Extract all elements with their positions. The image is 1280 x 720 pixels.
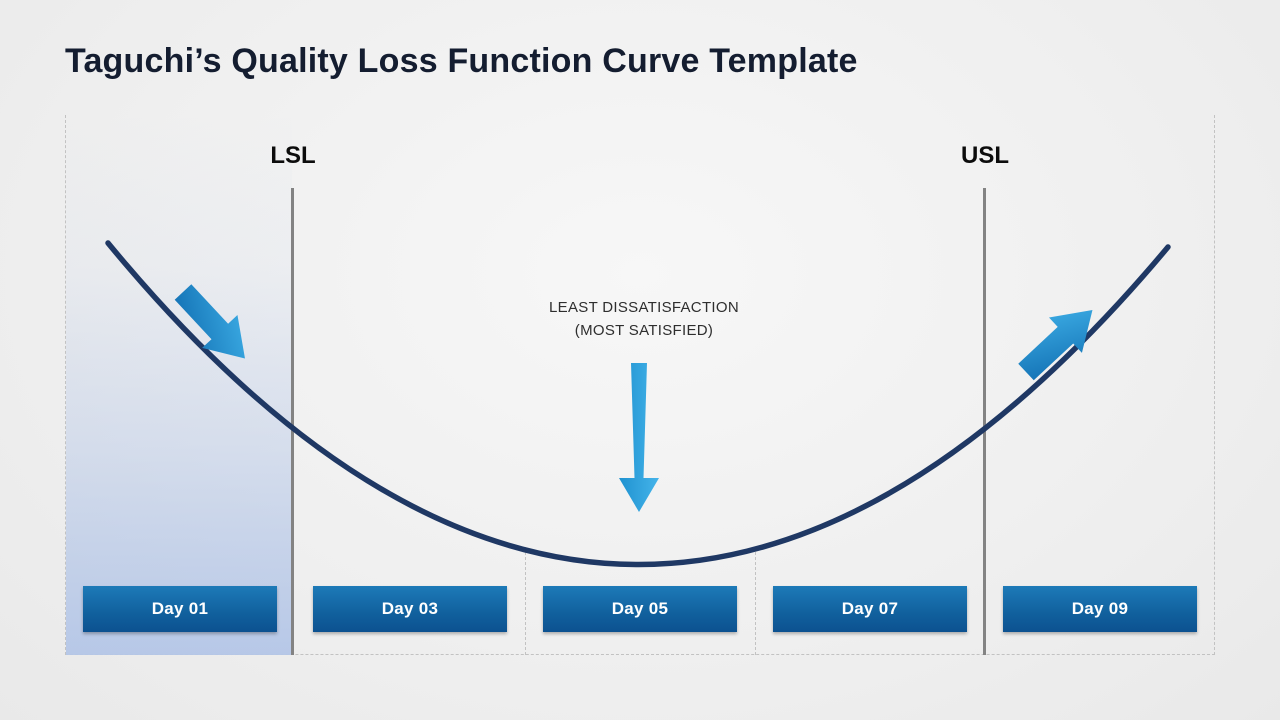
annotation-line1: LEAST DISSATISFACTION <box>549 299 739 316</box>
plot-border-bottom <box>65 654 1215 655</box>
slide-title: Taguchi’s Quality Loss Function Curve Te… <box>65 42 858 80</box>
down-arrow-icon <box>619 363 659 512</box>
annotation-least-dissatisfaction: LEAST DISSATISFACTION (MOST SATISFIED) <box>444 296 844 343</box>
loss-curve <box>105 240 1171 568</box>
plot-border-right <box>1214 115 1215 655</box>
ascending-arrow-icon <box>1018 310 1093 381</box>
plot-border-left <box>65 115 66 655</box>
annotation-line2: (MOST SATISFIED) <box>574 322 714 340</box>
day-button-07[interactable]: Day 07 <box>773 586 967 632</box>
day-button-09[interactable]: Day 09 <box>1003 586 1197 632</box>
day-button-05[interactable]: Day 05 <box>543 586 737 632</box>
day-button-01[interactable]: Day 01 <box>83 586 277 632</box>
lsl-shaded-region <box>66 115 292 655</box>
descending-arrow-icon <box>174 284 245 359</box>
lsl-label: LSL <box>270 142 316 169</box>
segment-divider-day03-day05 <box>525 547 526 655</box>
lsl-line <box>291 188 294 655</box>
usl-label: USL <box>961 142 1009 169</box>
day-button-03[interactable]: Day 03 <box>313 586 507 632</box>
usl-line <box>983 188 986 655</box>
segment-divider-day05-day07 <box>755 547 756 655</box>
